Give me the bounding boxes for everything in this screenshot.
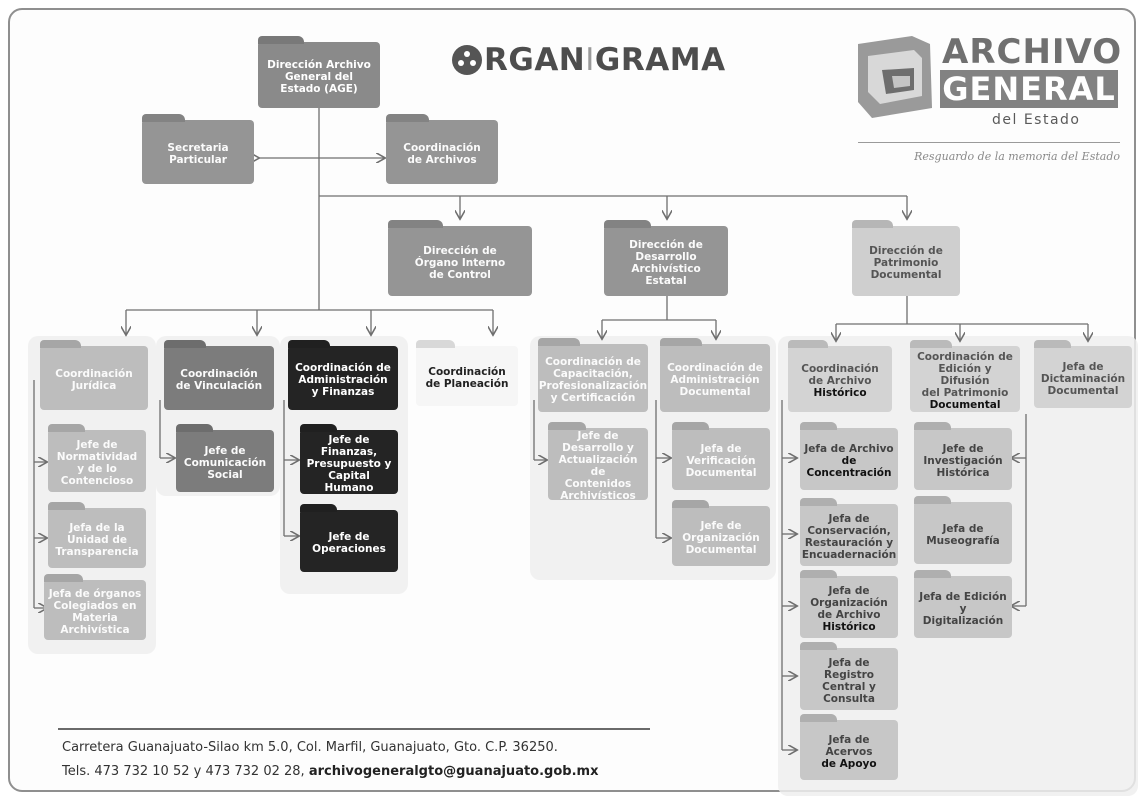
node-coordinacion-juridica: Coordinación Jurídica bbox=[40, 346, 148, 410]
node-jefa-transparencia: Jefa de la Unidad de Transparencia bbox=[48, 508, 146, 568]
people-circle-icon bbox=[452, 45, 482, 75]
node-jefa-verificacion: Jefa de Verificación Documental bbox=[672, 428, 770, 490]
node-jefa-organizacion-historico: Jefa de Organización de Archivo Históric… bbox=[800, 576, 898, 638]
node-jefe-normatividad: Jefe de Normatividad y de lo Contencioso bbox=[48, 430, 146, 492]
node-patrimonio-documental: Dirección de Patrimonio Documental bbox=[852, 226, 960, 296]
node-coordinacion-vinculacion: Coordinación de Vinculación bbox=[164, 346, 274, 410]
node-desarrollo-archivistico: Dirección de Desarrollo Archivístico Est… bbox=[604, 226, 728, 296]
tagline: Resguardo de la memoria del Estado bbox=[914, 150, 1120, 163]
node-jefa-acervos-apoyo: Jefa de Acervos de Apoyo bbox=[800, 720, 898, 780]
node-coordinacion-planeacion: Coordinación de Planeación bbox=[416, 346, 518, 406]
node-jefa-edicion-digitalizacion: Jefa de Edición y Digitalización bbox=[914, 576, 1012, 638]
title-text-b: GRAMA bbox=[594, 42, 726, 78]
node-administracion-documental: Coordinación de Administración Documenta… bbox=[660, 344, 770, 412]
node-jefa-conservacion: Jefa de Conservación, Restauración y Enc… bbox=[800, 504, 898, 566]
logo-divider bbox=[858, 142, 1120, 143]
footer-email[interactable]: archivogeneralgto@guanajuato.gob.mx bbox=[308, 764, 599, 779]
node-administracion-finanzas: Coordinación de Administración y Finanza… bbox=[288, 346, 398, 410]
node-direccion-general: Dirección Archivo General del Estado (AG… bbox=[258, 42, 380, 108]
node-edicion-difusion: Coordinación de Edición y Difusión del P… bbox=[910, 346, 1020, 412]
node-jefa-dictaminacion: Jefa de Dictaminación Documental bbox=[1034, 346, 1132, 408]
node-archivo-historico: Coordinación de Archivo Histórico bbox=[788, 346, 892, 412]
footer-phones: Tels. 473 732 10 52 y 473 732 02 28, bbox=[62, 764, 309, 779]
footer-contact: Tels. 473 732 10 52 y 473 732 02 28, arc… bbox=[62, 764, 598, 779]
node-coordinacion-archivos: Coordinación de Archivos bbox=[386, 120, 498, 184]
node-jefe-operaciones: Jefe de Operaciones bbox=[300, 510, 398, 572]
node-jefe-investigacion: Jefe de Investigación Histórica bbox=[914, 428, 1012, 490]
node-jefe-finanzas: Jefe de Finanzas, Presupuesto y Capital … bbox=[300, 430, 398, 494]
footer-divider bbox=[58, 728, 650, 730]
logo-general-text: GENERAL bbox=[940, 70, 1118, 108]
node-jefe-desarrollo-contenidos: Jefe de Desarrollo y Actualización de Co… bbox=[548, 428, 648, 502]
logo-estado-text: del Estado bbox=[992, 112, 1081, 128]
node-jefa-organos-colegiados: Jefa de órganos Colegiados en Materia Ar… bbox=[44, 580, 146, 640]
node-secretaria-particular: Secretaria Particular bbox=[142, 120, 254, 184]
node-jefe-organizacion-documental: Jefe de Organización Documental bbox=[672, 506, 770, 566]
title-bar: I bbox=[585, 42, 595, 78]
logo-archivo-text: ARCHIVO bbox=[942, 32, 1123, 72]
node-jefe-comunicacion: Jefe de Comunicación Social bbox=[176, 430, 274, 492]
node-jefa-registro-central: Jefa de Registro Central y Consulta bbox=[800, 648, 898, 710]
logo-emblem-icon bbox=[858, 36, 932, 118]
archivo-logo: ARCHIVO GENERAL del Estado bbox=[852, 32, 1122, 132]
node-organo-interno: Dirección de Órgano Interno de Control bbox=[388, 226, 532, 296]
node-jefa-museografia: Jefa de Museografía bbox=[914, 502, 1012, 564]
title-text-a: RGAN bbox=[484, 42, 586, 78]
node-coordinacion-capacitacion: Coordinación de Capacitación, Profesiona… bbox=[538, 344, 648, 412]
footer-address: Carretera Guanajuato-Silao km 5.0, Col. … bbox=[62, 740, 558, 755]
node-jefa-archivo-concentracion: Jefa de Archivo de Concentración bbox=[800, 428, 898, 490]
